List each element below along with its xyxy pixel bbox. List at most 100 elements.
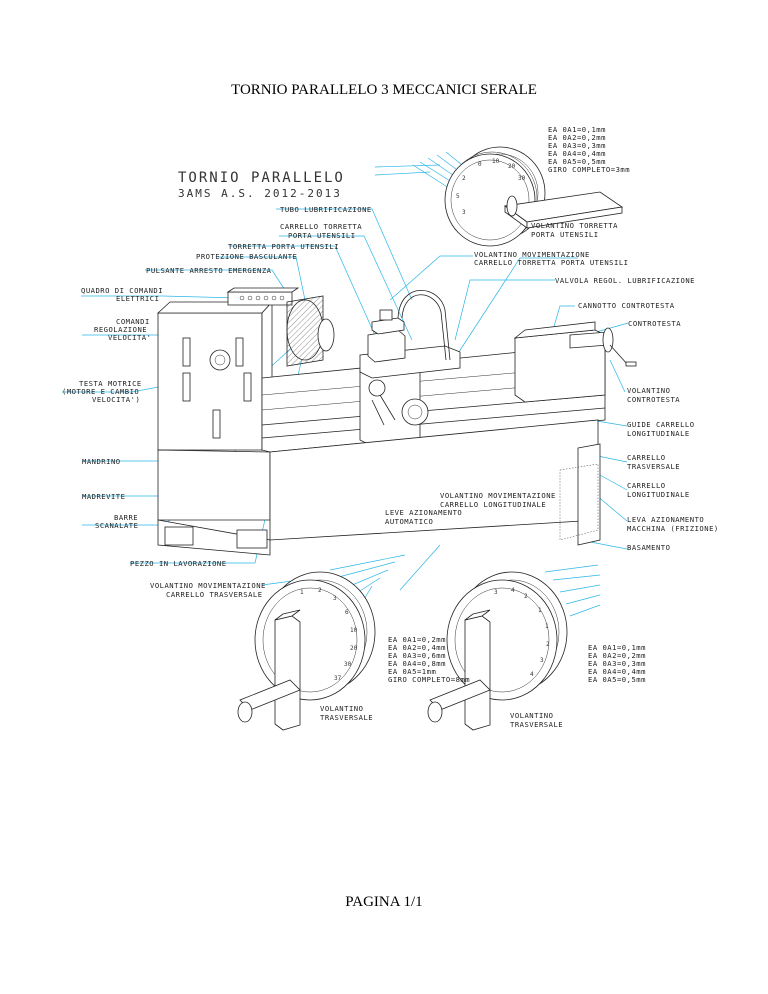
svg-text:PORTA UTENSILI: PORTA UTENSILI — [531, 230, 599, 239]
drawing-subtitle: 3AMS A.S. 2012-2013 — [178, 187, 342, 200]
svg-text:TRASVERSALE: TRASVERSALE — [510, 720, 563, 729]
svg-text:EA 0A5=0,5mm: EA 0A5=0,5mm — [588, 675, 646, 684]
svg-text:TRASVERSALE: TRASVERSALE — [320, 713, 373, 722]
label-mandrino: MANDRINO — [82, 457, 121, 466]
svg-text:3: 3 — [333, 595, 337, 602]
label-guide: GUIDE CARRELLO — [627, 420, 695, 429]
svg-text:PORTA UTENSILI: PORTA UTENSILI — [288, 231, 356, 240]
svg-text:37: 37 — [334, 675, 342, 682]
svg-text:2: 2 — [318, 587, 322, 594]
svg-text:LONGITUDINALE: LONGITUDINALE — [627, 429, 690, 438]
svg-text:GIRO COMPLETO=3mm: GIRO COMPLETO=3mm — [548, 165, 630, 174]
svg-text:CONTROTESTA: CONTROTESTA — [627, 395, 680, 404]
label-quadro: QUADRO DI COMANDI — [81, 286, 163, 295]
label-basamento: BASAMENTO — [627, 543, 670, 552]
svg-text:3: 3 — [540, 657, 544, 664]
note-right: EA 0A1=0,1mm EA 0A2=0,2mm EA 0A3=0,3mm E… — [588, 643, 646, 684]
svg-text:20: 20 — [350, 645, 358, 652]
label-comandi: COMANDI — [116, 317, 150, 326]
svg-text:LONGITUDINALE: LONGITUDINALE — [627, 490, 690, 499]
svg-text:EA 0A4=0,8mm: EA 0A4=0,8mm — [388, 659, 446, 668]
svg-text:EA 0A5=1mm: EA 0A5=1mm — [388, 667, 436, 676]
svg-text:(MOTORE E CAMBIO: (MOTORE E CAMBIO — [62, 387, 139, 396]
label-testa: TESTA MOTRICE — [79, 379, 142, 388]
svg-text:30: 30 — [344, 661, 352, 668]
lathe-machine — [156, 287, 637, 556]
label-tubo: TUBO LUBRIFICAZIONE — [280, 205, 372, 214]
drawing-title: TORNIO PARALLELO — [178, 170, 345, 186]
svg-text:0: 0 — [478, 161, 482, 168]
svg-text:EA 0A1=0,1mm: EA 0A1=0,1mm — [548, 125, 606, 134]
label-pezzo: PEZZO IN LAVORAZIONE — [130, 559, 227, 568]
svg-text:5: 5 — [456, 193, 460, 200]
label-carrello-trasversale: CARRELLO — [627, 453, 666, 462]
drawing-labels: TUBO LUBRIFICAZIONE CARRELLO TORRETTA PO… — [62, 205, 719, 729]
label-barre: BARRE — [114, 513, 138, 522]
label-carrello-torretta: CARRELLO TORRETTA — [280, 222, 362, 231]
label-volantino-controtesta: VOLANTINO — [627, 386, 670, 395]
label-volantino-trasversale-b: VOLANTINO — [510, 711, 553, 720]
page-footer: PAGINA 1/1 — [345, 894, 423, 910]
svg-text:20: 20 — [508, 163, 516, 170]
svg-text:AUTOMATICO: AUTOMATICO — [385, 517, 433, 526]
page-title: TORNIO PARALLELO 3 MECCANICI SERALE — [231, 82, 537, 98]
svg-text:SCANALATE: SCANALATE — [95, 521, 138, 530]
label-volantino-trasversale-a: VOLANTINO — [320, 704, 363, 713]
svg-text:EA 0A3=0,3mm: EA 0A3=0,3mm — [548, 141, 606, 150]
svg-text:EA 0A2=0,4mm: EA 0A2=0,4mm — [388, 643, 446, 652]
label-controtesta: CONTROTESTA — [628, 319, 681, 328]
svg-text:1: 1 — [538, 607, 542, 614]
label-protezione: PROTEZIONE BASCULANTE — [196, 252, 297, 261]
svg-text:VELOCITA'): VELOCITA') — [92, 395, 140, 404]
svg-text:REGOLAZIONE: REGOLAZIONE — [94, 325, 147, 334]
svg-text:2: 2 — [546, 641, 550, 648]
note-top: EA 0A1=0,1mm EA 0A2=0,2mm EA 0A3=0,3mm E… — [548, 125, 630, 174]
svg-text:VELOCITA': VELOCITA' — [108, 333, 151, 342]
svg-text:EA 0A4=0,4mm: EA 0A4=0,4mm — [588, 667, 646, 676]
svg-text:EA 0A2=0,2mm: EA 0A2=0,2mm — [548, 133, 606, 142]
svg-text:EA 0A1=0,1mm: EA 0A1=0,1mm — [588, 643, 646, 652]
svg-text:TRASVERSALE: TRASVERSALE — [627, 462, 680, 471]
svg-text:EA 0A1=0,2mm: EA 0A1=0,2mm — [388, 635, 446, 644]
svg-text:4: 4 — [511, 587, 515, 594]
svg-text:4: 4 — [530, 671, 534, 678]
svg-text:30: 30 — [518, 175, 526, 182]
svg-text:EA 0A3=0,6mm: EA 0A3=0,6mm — [388, 651, 446, 660]
note-left: EA 0A1=0,2mm EA 0A2=0,4mm EA 0A3=0,6mm E… — [388, 635, 470, 684]
label-volantino-trasversale-mov: VOLANTINO MOVIMENTAZIONE — [150, 581, 266, 590]
label-carrello-longitudinale: CARRELLO — [627, 481, 666, 490]
svg-text:EA 0A4=0,4mm: EA 0A4=0,4mm — [548, 149, 606, 158]
label-torretta: TORRETTA PORTA UTENSILI — [228, 242, 339, 251]
svg-text:EA 0A5=0,5mm: EA 0A5=0,5mm — [548, 157, 606, 166]
svg-text:10: 10 — [492, 158, 500, 165]
label-volantino-longitudinale: VOLANTINO MOVIMENTAZIONE — [440, 491, 556, 500]
svg-text:EA 0A3=0,3mm: EA 0A3=0,3mm — [588, 659, 646, 668]
label-leva: LEVA AZIONAMENTO — [627, 515, 704, 524]
svg-text:3: 3 — [462, 209, 466, 216]
svg-text:3: 3 — [494, 589, 498, 596]
svg-text:CARRELLO LONGITUDINALE: CARRELLO LONGITUDINALE — [440, 500, 546, 509]
label-volantino-movimentazione: VOLANTINO MOVIMENTAZIONE — [474, 250, 590, 259]
svg-text:10: 10 — [350, 627, 358, 634]
svg-text:2: 2 — [524, 593, 528, 600]
svg-text:1: 1 — [300, 589, 304, 596]
svg-text:1: 1 — [545, 623, 549, 630]
svg-text:MACCHINA (FRIZIONE): MACCHINA (FRIZIONE) — [627, 524, 719, 533]
label-leve: LEVE AZIONAMENTO — [385, 508, 462, 517]
svg-text:2: 2 — [462, 175, 466, 182]
label-cannotto: CANNOTTO CONTROTESTA — [578, 301, 675, 310]
label-madrevite: MADREVITE — [82, 492, 125, 501]
svg-text:GIRO COMPLETO=8mm: GIRO COMPLETO=8mm — [388, 675, 470, 684]
label-volantino-torretta: VOLANTINO TORRETTA — [531, 221, 618, 230]
svg-text:6: 6 — [345, 609, 349, 616]
svg-text:CARRELLO TRASVERSALE: CARRELLO TRASVERSALE — [166, 590, 263, 599]
svg-text:CARRELLO TORRETTA PORTA UTENSI: CARRELLO TORRETTA PORTA UTENSILI — [474, 258, 628, 267]
label-pulsante: PULSANTE ARRESTO EMERGENZA — [146, 266, 272, 275]
svg-text:EA 0A2=0,2mm: EA 0A2=0,2mm — [588, 651, 646, 660]
svg-text:ELETTRICI: ELETTRICI — [116, 294, 159, 303]
label-valvola: VALVOLA REGOL. LUBRIFICAZIONE — [555, 276, 695, 285]
